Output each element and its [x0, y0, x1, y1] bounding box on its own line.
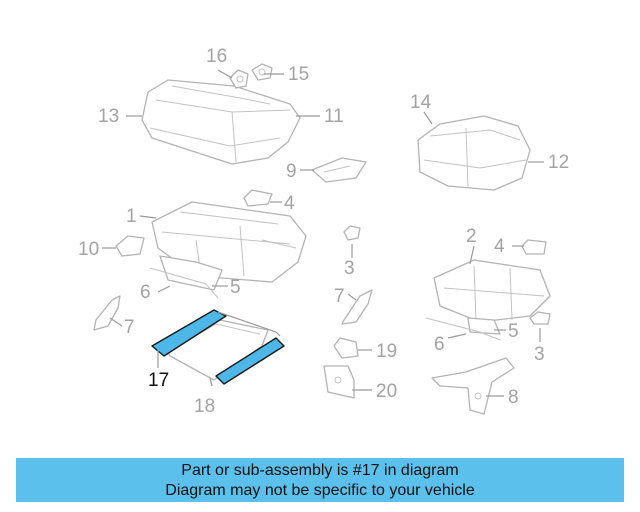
part-7-center-hook [341, 289, 373, 325]
seat-cushion-rear [141, 79, 301, 165]
part-16-bushing [229, 69, 249, 89]
callout-6-left: 6 [140, 282, 151, 303]
part-19-hinge [333, 337, 359, 359]
part-8-bracket [431, 357, 515, 415]
callout-14: 14 [410, 92, 432, 113]
callout-7-center: 7 [334, 286, 345, 307]
callout-4-upper: 4 [284, 193, 295, 214]
callout-16: 16 [206, 46, 227, 67]
banner-line-2: Diagram may not be specific to your vehi… [165, 482, 475, 499]
callout-5-right: 5 [508, 321, 519, 342]
callout-10: 10 [78, 239, 99, 260]
callout-6-right: 6 [434, 334, 445, 355]
callout-3-center: 3 [344, 258, 355, 279]
part-17-rails [151, 309, 285, 385]
banner-line-1: Part or sub-assembly is #17 in diagram [181, 462, 459, 479]
part-9-bracket [311, 157, 367, 183]
callout-13: 13 [98, 106, 119, 127]
callout-5-left: 5 [230, 277, 241, 298]
part-4-right-cap [521, 239, 547, 255]
part-15-clip [251, 63, 273, 81]
callout-18: 18 [194, 396, 215, 417]
callout-19: 19 [376, 341, 397, 362]
callout-9: 9 [286, 161, 297, 182]
part-18-panel [163, 317, 269, 381]
callout-labels: 16 15 13 11 9 4 1 10 5 6 7 17 18 3 7 19 … [78, 46, 569, 417]
callout-8: 8 [508, 387, 519, 408]
seat-cushion-front [417, 115, 531, 191]
part-3-center-cap [343, 225, 361, 241]
callout-2: 2 [466, 226, 477, 247]
part-5-6-right [425, 317, 501, 341]
part-7-left-bracket [93, 295, 121, 331]
part-20-bracket [323, 365, 355, 399]
part-10-pad [115, 235, 145, 257]
callout-7-left: 7 [124, 317, 135, 338]
callout-15: 15 [288, 64, 309, 85]
callout-12: 12 [548, 152, 569, 173]
part-3-right-cap [529, 311, 551, 325]
part-4-cap [243, 189, 273, 207]
callout-4-right: 4 [494, 236, 505, 257]
callout-20: 20 [376, 381, 397, 402]
callout-17: 17 [148, 370, 169, 391]
leader-lines [102, 69, 544, 397]
seat-frame-right [433, 259, 551, 323]
callout-3-right: 3 [534, 344, 545, 365]
info-banner: Part or sub-assembly is #17 in diagram D… [16, 458, 624, 502]
callout-1: 1 [126, 206, 137, 227]
part-5-6-left [149, 255, 223, 299]
callout-11: 11 [324, 106, 344, 127]
